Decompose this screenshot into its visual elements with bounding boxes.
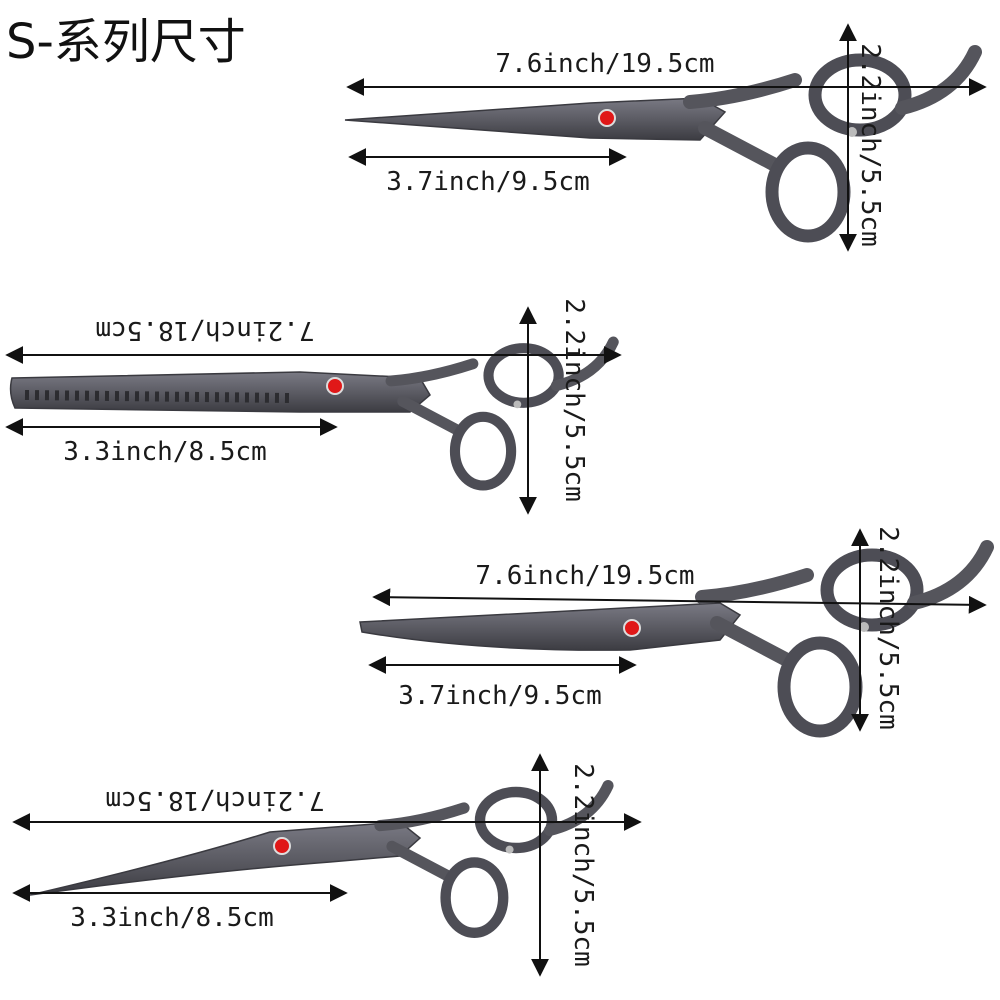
- blade-length-label: 3.3inch/8.5cm: [70, 903, 274, 933]
- red-gem-icon: [273, 837, 291, 855]
- total-length-arrow: [372, 588, 987, 614]
- total-length-label: 7.2inch/18.5cm: [95, 315, 314, 345]
- height-label: 2.2inch/5.5cm: [855, 43, 885, 247]
- page-title: S-系列尺寸: [6, 14, 246, 70]
- total-length-label: 7.6inch/19.5cm: [495, 49, 714, 79]
- height-label: 2.2inch/5.5cm: [559, 298, 589, 502]
- blade-length-label: 3.3inch/8.5cm: [63, 437, 267, 467]
- height-label: 2.2inch/5.5cm: [568, 763, 598, 967]
- red-gem-icon: [598, 109, 616, 127]
- red-gem-icon: [623, 619, 641, 637]
- red-gem-icon: [326, 377, 344, 395]
- scissors-straight: [344, 52, 975, 236]
- scissors-thinning: [9, 342, 614, 486]
- total-length-label: 7.2inch/18.5cm: [105, 785, 324, 815]
- scissors-curved: [359, 547, 987, 731]
- total-length-label: 7.6inch/19.5cm: [475, 561, 694, 591]
- scissors-curved-small: [29, 786, 608, 933]
- blade-length-label: 3.7inch/9.5cm: [386, 167, 590, 197]
- blade-length-label: 3.7inch/9.5cm: [398, 681, 602, 711]
- height-label: 2.2inch/5.5cm: [873, 526, 903, 730]
